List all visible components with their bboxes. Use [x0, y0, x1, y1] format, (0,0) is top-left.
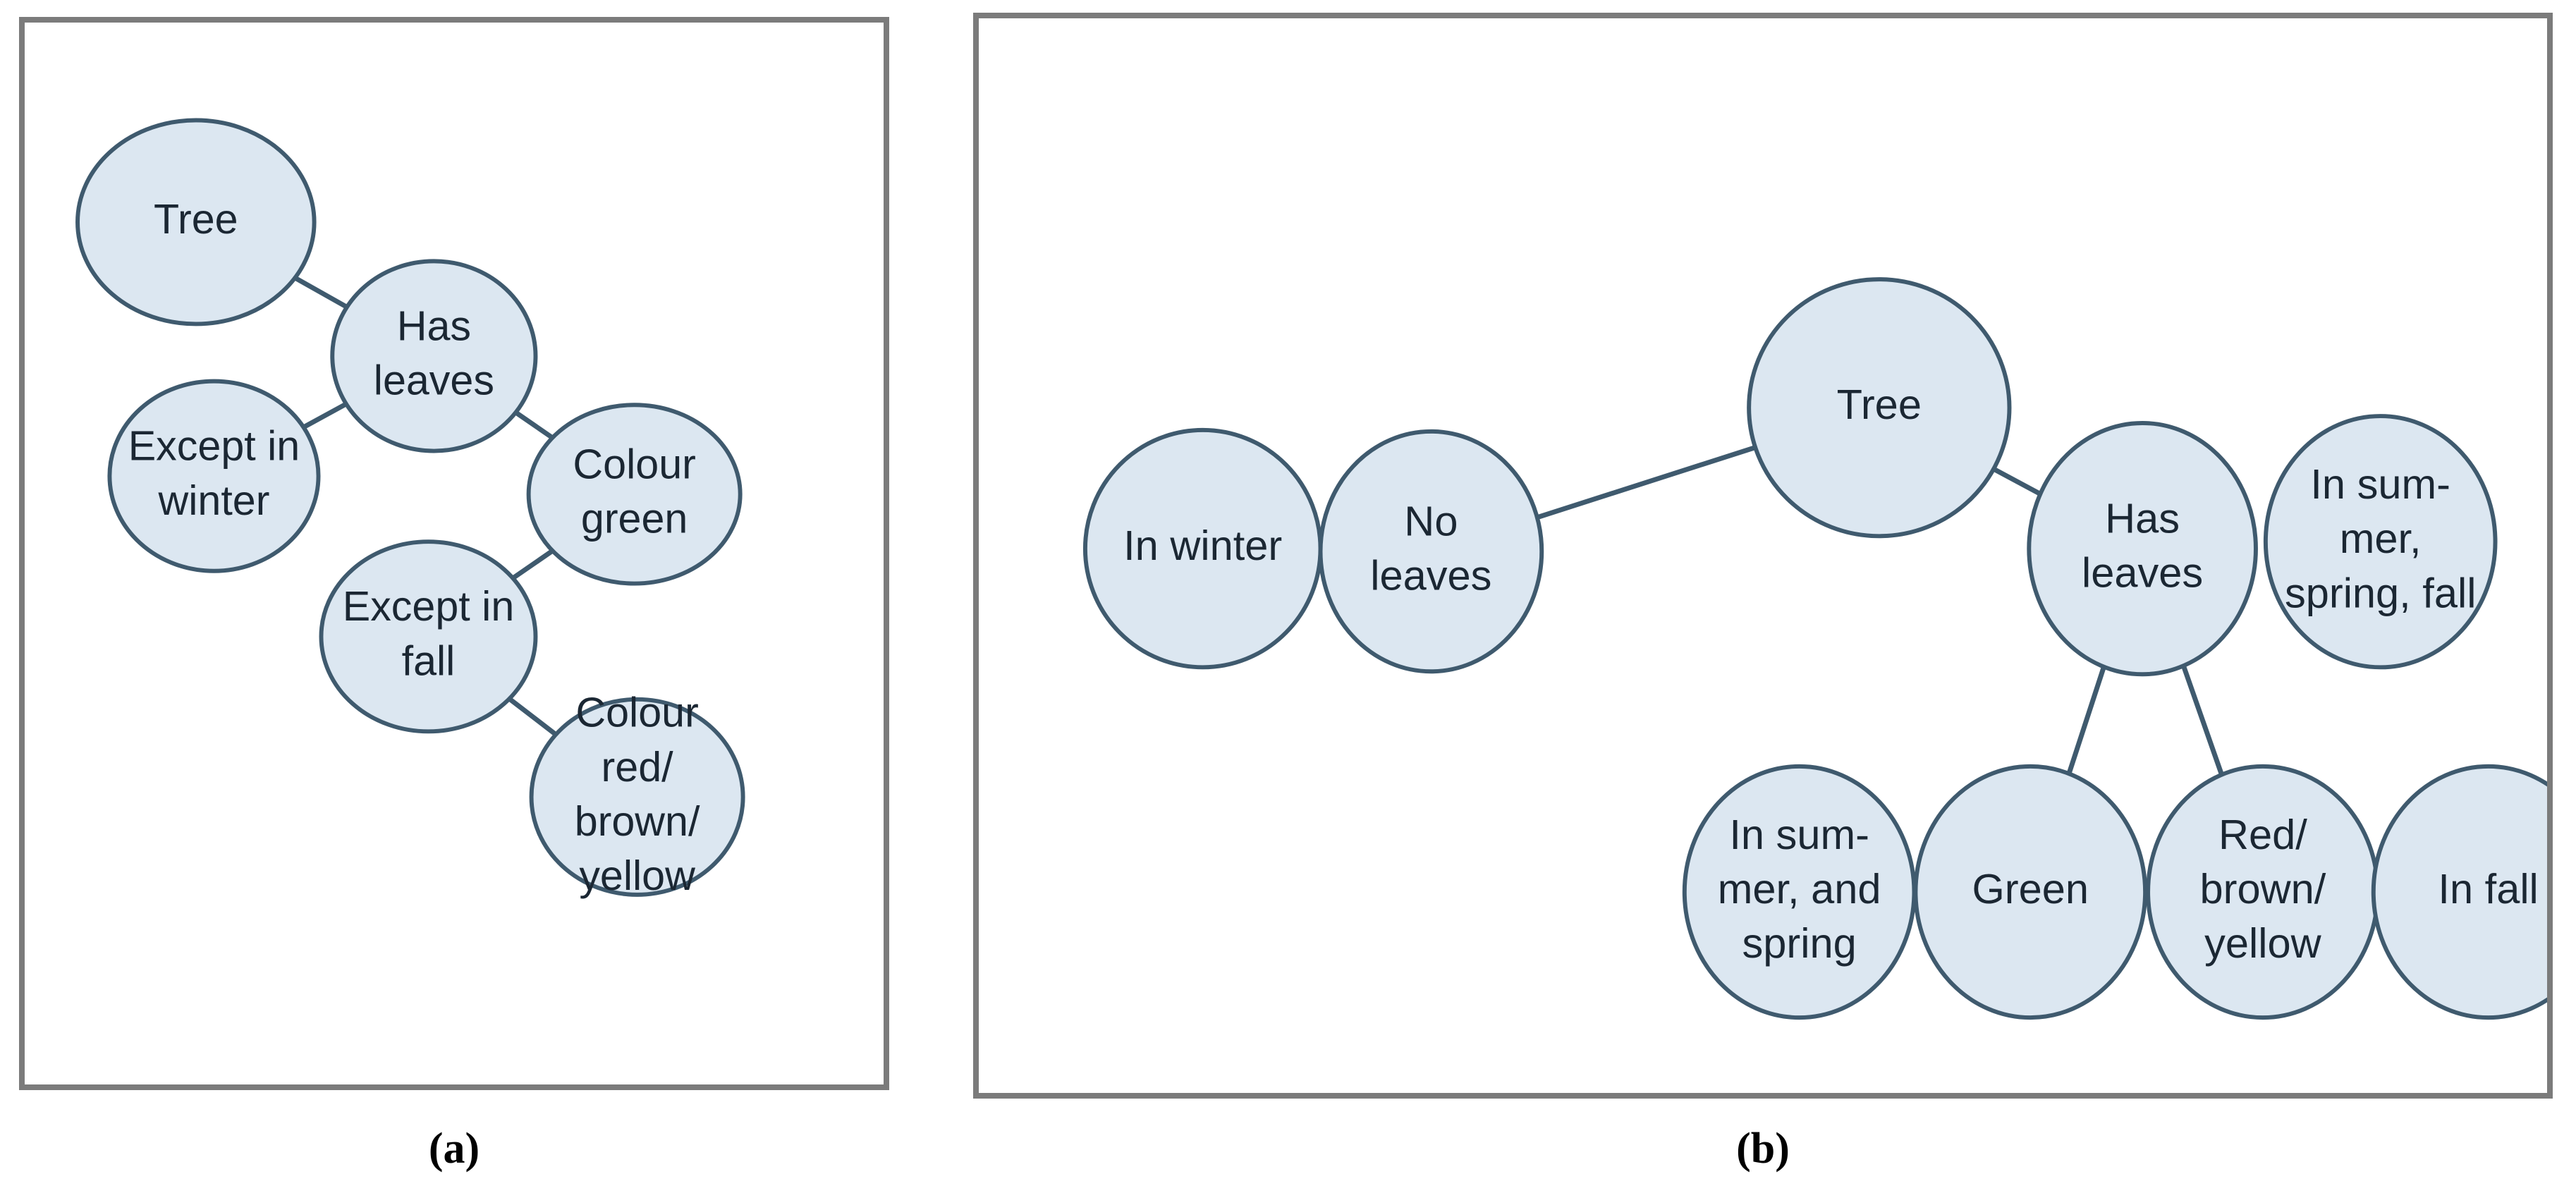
node-label-b-in-fall: In fall: [2438, 865, 2538, 912]
node-shape-b-has-leaves: [2027, 421, 2258, 677]
node-shape-a-has-leaves: [330, 259, 538, 453]
node-label-line: yellow: [579, 852, 695, 899]
edge-a-except-fall-to-a-colour-rby: [508, 697, 558, 737]
node-shape-b-in-summer-sf: [2263, 414, 2498, 670]
node-shape-a-except-winter: [107, 379, 321, 573]
node-label-line: In sum-: [2310, 460, 2450, 508]
caption-a: (a): [428, 1125, 480, 1173]
node-label-line: Has: [2105, 494, 2180, 542]
node-label-a-has-leaves: Has leaves: [374, 302, 494, 403]
node-b-in-winter[interactable]: In winter: [1082, 427, 1323, 670]
edge-a-tree-to-a-has-leaves: [293, 276, 348, 310]
node-label-b-tree: Tree: [1837, 381, 1922, 428]
node-shape-b-tree: [1747, 277, 2012, 539]
node-label-line: Tree: [1837, 381, 1922, 428]
node-shape-b-green: [1913, 764, 2148, 1020]
node-shape-a-colour-green: [526, 403, 743, 586]
node-label-b-red-brown-yel: Red/brown/yellow: [2200, 811, 2326, 967]
node-label-a-except-fall: Except in fall: [343, 582, 515, 684]
node-a-except-fall[interactable]: Except in fall: [319, 539, 538, 734]
node-b-no-leaves[interactable]: No leaves: [1318, 429, 1544, 674]
node-label-line: yellow: [2204, 919, 2322, 967]
node-label-line: leaves: [2082, 549, 2203, 596]
node-label-line: In winter: [1123, 522, 1282, 569]
node-label-a-tree: Tree: [154, 195, 238, 243]
edge-b-no-leaves-to-b-tree: [1536, 445, 1757, 520]
node-b-has-leaves[interactable]: Has leaves: [2027, 421, 2258, 677]
node-label-b-in-summer-sf: In sum-mer, spring, fall: [2285, 460, 2476, 616]
node-label-line: spring: [1742, 919, 1857, 967]
node-label-a-colour-green: Colour green: [573, 440, 695, 542]
node-b-green[interactable]: Green: [1913, 764, 2148, 1020]
node-shape-a-tree: [75, 118, 317, 326]
node-label-line: leaves: [1370, 551, 1491, 599]
node-a-except-winter[interactable]: Except in winter: [107, 379, 321, 573]
node-label-line: Colour: [573, 440, 695, 487]
node-label-line: leaves: [374, 356, 494, 403]
edge-b-has-leaves-to-b-red-brown-yel: [2181, 665, 2224, 776]
node-label-line: Green: [1972, 865, 2089, 912]
node-label-line: mer,: [2340, 515, 2422, 562]
caption-b: (b): [1736, 1125, 1790, 1173]
node-label-line: green: [581, 494, 688, 542]
node-label-line: Except in: [128, 422, 300, 469]
node-label-line: red/: [602, 742, 674, 790]
node-label-b-has-leaves: Has leaves: [2082, 494, 2203, 596]
node-label-line: Red/: [2218, 811, 2307, 858]
node-label-a-colour-rby: Colour red/brown/yellow: [575, 688, 700, 899]
node-a-has-leaves[interactable]: Has leaves: [330, 259, 538, 453]
node-label-line: No: [1404, 497, 1458, 544]
node-shape-a-except-fall: [319, 539, 538, 734]
node-a-colour-rby[interactable]: Colour red/brown/yellow: [529, 688, 745, 899]
node-b-red-brown-yel[interactable]: Red/brown/yellow: [2146, 764, 2380, 1020]
edge-b-has-leaves-to-b-green: [2066, 666, 2106, 775]
edge-a-except-winter-to-a-has-leaves: [302, 401, 348, 429]
edge-a-except-fall-to-a-colour-green: [511, 549, 554, 580]
node-label-a-except-winter: Except in winter: [128, 422, 300, 523]
node-label-line: In fall: [2438, 865, 2538, 912]
node-label-line: Colour: [575, 688, 698, 735]
node-label-b-in-winter: In winter: [1123, 522, 1282, 569]
node-label-line: Has: [397, 302, 471, 349]
node-label-line: fall: [402, 637, 456, 684]
node-a-colour-green[interactable]: Colour green: [526, 403, 743, 586]
edge-b-tree-to-b-has-leaves: [1992, 467, 2041, 496]
node-label-b-no-leaves: No leaves: [1370, 497, 1491, 599]
node-label-line: brown/: [2200, 865, 2326, 912]
node-label-line: In sum-: [1729, 811, 1869, 858]
node-a-tree[interactable]: Tree: [75, 118, 317, 326]
node-label-b-green: Green: [1972, 865, 2089, 912]
node-label-line: Tree: [154, 195, 238, 243]
edge-a-has-leaves-to-a-colour-green: [514, 410, 554, 440]
node-shape-b-no-leaves: [1318, 429, 1544, 674]
node-label-line: brown/: [575, 797, 700, 845]
node-label-line: Except in: [343, 582, 515, 630]
node-b-in-summer-sf[interactable]: In sum-mer, spring, fall: [2263, 414, 2498, 670]
node-label-line: winter: [158, 476, 270, 523]
node-shape-a-colour-rby: [529, 697, 745, 897]
node-shape-b-in-fall: [2371, 764, 2547, 1020]
node-label-line: mer, and: [1718, 865, 1881, 912]
node-label-b-in-summer-as: In sum-mer, and spring: [1718, 811, 1881, 967]
node-label-line: spring, fall: [2285, 569, 2476, 616]
node-b-tree[interactable]: Tree: [1747, 277, 2012, 539]
node-b-in-fall[interactable]: In fall: [2371, 764, 2547, 1020]
node-b-in-summer-as[interactable]: In sum-mer, and spring: [1682, 764, 1917, 1020]
